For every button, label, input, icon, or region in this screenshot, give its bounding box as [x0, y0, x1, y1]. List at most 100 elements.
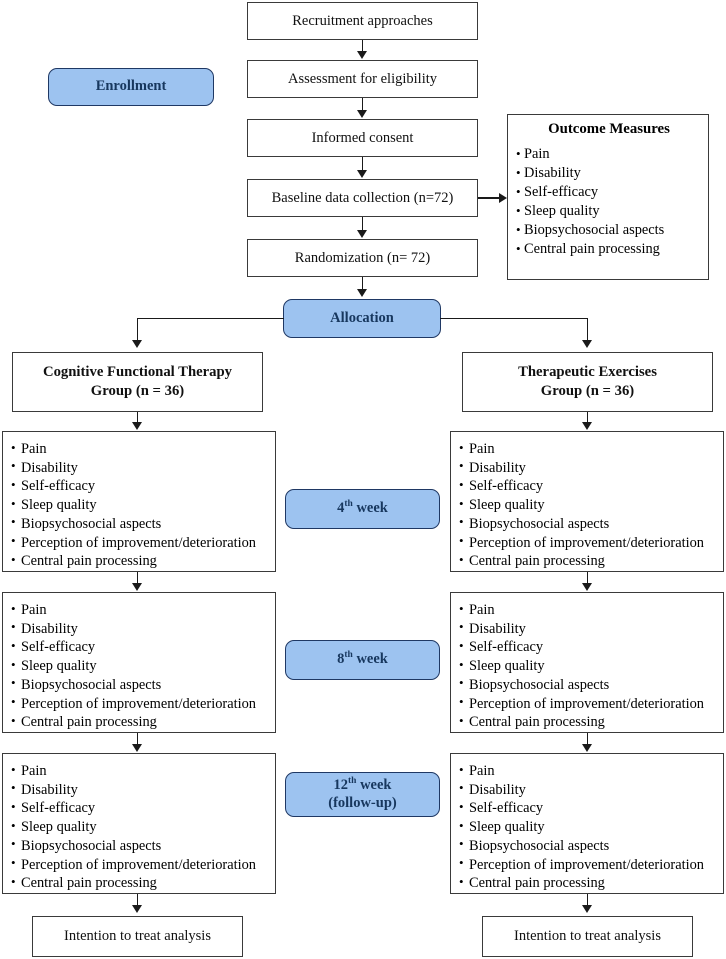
arrow-right-week12-final	[582, 905, 592, 913]
arrow-allocation-right	[582, 340, 592, 348]
assessment-item: Self-efficacy	[11, 799, 269, 818]
assessment-item: Biopsychosocial aspects	[459, 675, 717, 695]
flow-box-randomization-label: Randomization (n= 72)	[294, 249, 431, 266]
assessment-item: Pain	[459, 601, 717, 620]
assessment-item: Pain	[459, 762, 717, 781]
assessment-item: Disability	[11, 619, 269, 639]
final-box-right[interactable]: Intention to treat analysis	[482, 916, 693, 957]
assessment-item: Disability	[11, 458, 269, 478]
timepoint-badge-week8[interactable]: 8th week	[285, 640, 440, 680]
assessment-item: Pain	[11, 440, 269, 459]
arrow-randomization-allocation	[357, 289, 367, 297]
connector-left-header-week4	[136, 412, 139, 424]
assessment-box-right-week12[interactable]: Pain Disability Self-efficacy Sleep qual…	[450, 753, 724, 894]
assessment-box-left-week4[interactable]: Pain Disability Self-efficacy Sleep qual…	[2, 431, 276, 572]
assessment-item: Disability	[11, 780, 269, 800]
assessment-item: Disability	[459, 619, 717, 639]
assessment-item: Disability	[459, 780, 717, 800]
timepoint-badge-week4[interactable]: 4th week	[285, 489, 440, 529]
group-header-right[interactable]: Therapeutic Exercises Group (n = 36)	[462, 352, 713, 412]
arrow-right-week8-week12	[582, 744, 592, 752]
assessment-item: Biopsychosocial aspects	[459, 836, 717, 856]
timepoint-badge-week12-label: 12th week	[333, 776, 392, 794]
flow-box-consent-label: Informed consent	[311, 129, 414, 146]
connector-consent-baseline	[361, 157, 364, 171]
group-header-left-line1: Cognitive Functional Therapy	[42, 363, 233, 380]
assessment-item: Sleep quality	[459, 496, 717, 515]
flow-box-eligibility[interactable]: Assessment for eligibility	[247, 60, 478, 98]
assessment-item: Self-efficacy	[459, 477, 717, 496]
arrow-left-week12-final	[132, 905, 142, 913]
connector-allocation-right-drop	[586, 317, 589, 342]
arrow-left-week8-week12	[132, 744, 142, 752]
assessment-item: Pain	[459, 440, 717, 459]
group-header-right-line1: Therapeutic Exercises	[518, 363, 657, 380]
arrow-consent-baseline	[357, 170, 367, 178]
assessment-list-left-week8: Pain Disability Self-efficacy Sleep qual…	[11, 601, 269, 732]
connector-baseline-randomization	[361, 217, 364, 231]
flow-box-randomization[interactable]: Randomization (n= 72)	[247, 239, 478, 277]
final-box-right-label: Intention to treat analysis	[514, 928, 661, 945]
assessment-item: Self-efficacy	[11, 477, 269, 496]
assessment-item: Sleep quality	[11, 818, 269, 837]
outcome-measures-item: Pain	[516, 144, 702, 164]
arrow-recruitment-eligibility	[357, 51, 367, 59]
assessment-item: Self-efficacy	[459, 799, 717, 818]
assessment-item: Sleep quality	[11, 657, 269, 676]
timepoint-badge-week12-sub: (follow-up)	[328, 794, 397, 811]
arrow-right-header-week4	[582, 422, 592, 430]
timepoint-badge-week4-label: 4th week	[337, 499, 388, 517]
assessment-list-left-week12: Pain Disability Self-efficacy Sleep qual…	[11, 762, 269, 893]
assessment-box-right-week8[interactable]: Pain Disability Self-efficacy Sleep qual…	[450, 592, 724, 733]
final-box-left[interactable]: Intention to treat analysis	[32, 916, 243, 957]
connector-right-week12-final	[586, 894, 589, 906]
outcome-measures-box[interactable]: Outcome Measures Pain Disability Self-ef…	[507, 114, 709, 280]
outcome-measures-item: Disability	[516, 164, 702, 183]
arrow-left-week4-week8	[132, 583, 142, 591]
connector-left-week4-week8	[136, 572, 139, 584]
assessment-item: Perception of improvement/deterioration	[11, 855, 269, 875]
assessment-list-right-week4: Pain Disability Self-efficacy Sleep qual…	[459, 440, 717, 571]
assessment-box-left-week8[interactable]: Pain Disability Self-efficacy Sleep qual…	[2, 592, 276, 733]
assessment-item: Pain	[11, 762, 269, 781]
assessment-item: Biopsychosocial aspects	[11, 836, 269, 856]
outcome-measures-title: Outcome Measures	[548, 121, 670, 137]
connector-allocation-right	[440, 317, 588, 320]
assessment-box-left-week12[interactable]: Pain Disability Self-efficacy Sleep qual…	[2, 753, 276, 894]
assessment-item: Perception of improvement/deterioration	[11, 533, 269, 553]
flow-box-eligibility-label: Assessment for eligibility	[287, 70, 437, 87]
assessment-item: Perception of improvement/deterioration	[459, 855, 717, 875]
arrow-right-week4-week8	[582, 583, 592, 591]
connector-baseline-outcome	[478, 197, 500, 199]
assessment-item: Central pain processing	[459, 713, 717, 732]
assessment-list-right-week12: Pain Disability Self-efficacy Sleep qual…	[459, 762, 717, 893]
connector-eligibility-consent	[361, 98, 364, 112]
assessment-item: Perception of improvement/deterioration	[459, 694, 717, 714]
assessment-list-right-week8: Pain Disability Self-efficacy Sleep qual…	[459, 601, 717, 732]
assessment-item: Self-efficacy	[459, 638, 717, 657]
connector-randomization-allocation	[361, 277, 364, 291]
assessment-item: Central pain processing	[459, 552, 717, 571]
timepoint-badge-week12[interactable]: 12th week (follow-up)	[285, 772, 440, 817]
enrollment-badge[interactable]: Enrollment	[48, 68, 214, 106]
enrollment-badge-label: Enrollment	[95, 78, 167, 95]
assessment-item: Biopsychosocial aspects	[11, 675, 269, 695]
outcome-measures-list: Pain Disability Self-efficacy Sleep qual…	[516, 144, 702, 259]
timepoint-badge-week8-label: 8th week	[337, 650, 388, 668]
flow-box-recruitment[interactable]: Recruitment approaches	[247, 2, 478, 40]
assessment-list-left-week4: Pain Disability Self-efficacy Sleep qual…	[11, 440, 269, 571]
connector-allocation-left	[137, 317, 284, 320]
group-header-left[interactable]: Cognitive Functional Therapy Group (n = …	[12, 352, 263, 412]
outcome-measures-item: Sleep quality	[516, 202, 702, 221]
arrow-baseline-outcome	[499, 192, 507, 203]
connector-right-week4-week8	[586, 572, 589, 584]
allocation-badge[interactable]: Allocation	[283, 299, 441, 338]
assessment-item: Perception of improvement/deterioration	[459, 533, 717, 553]
assessment-item: Biopsychosocial aspects	[11, 514, 269, 534]
assessment-box-right-week4[interactable]: Pain Disability Self-efficacy Sleep qual…	[450, 431, 724, 572]
assessment-item: Self-efficacy	[11, 638, 269, 657]
connector-right-header-week4	[586, 412, 589, 424]
flow-box-consent[interactable]: Informed consent	[247, 119, 478, 157]
flow-box-recruitment-label: Recruitment approaches	[292, 12, 433, 29]
flow-box-baseline[interactable]: Baseline data collection (n=72)	[247, 179, 478, 217]
